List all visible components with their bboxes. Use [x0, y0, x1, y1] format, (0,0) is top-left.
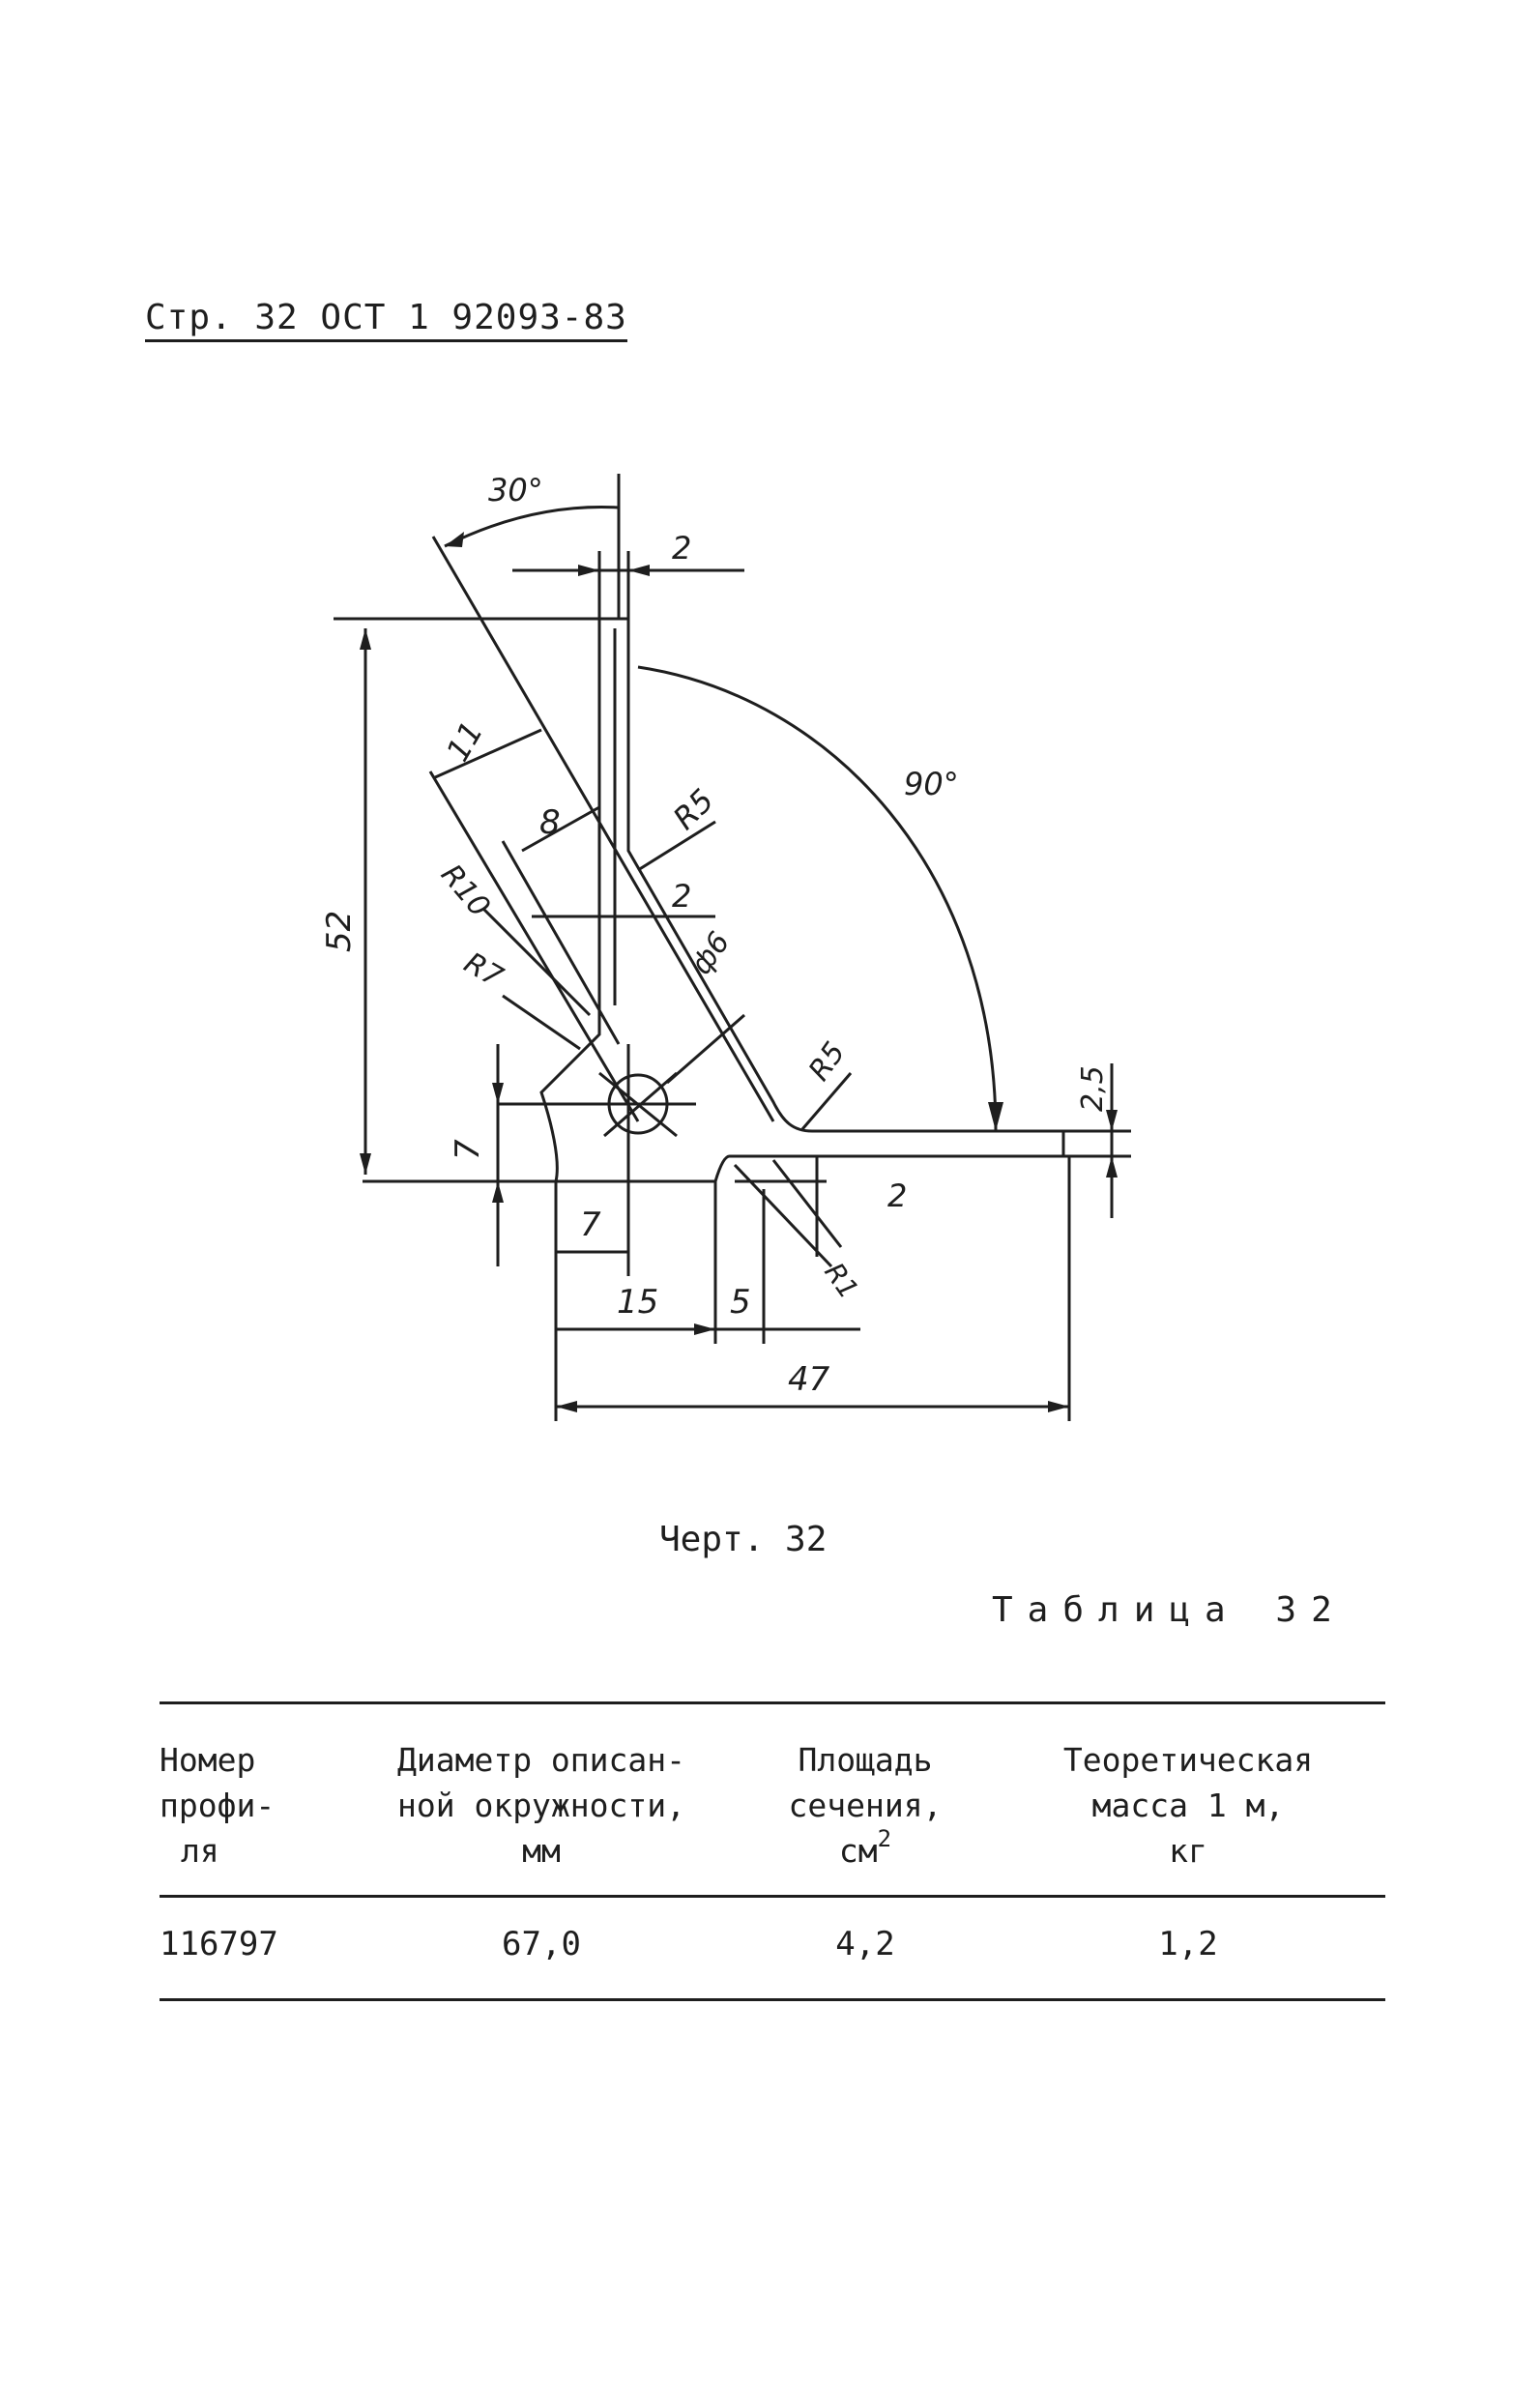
dia-6-leader [666, 1013, 745, 1085]
cell-area: 4,2 [835, 1925, 895, 1963]
arrow-52-top [360, 628, 371, 650]
header-profile-number: Номер профи- ля [160, 1741, 276, 1870]
arrow-52-bottom [360, 1153, 371, 1175]
r5-bottom-leader [800, 1072, 853, 1130]
arrow-2-top-left [578, 565, 599, 576]
profile-table: Номер профи- ля Диаметр описан- ной окру… [160, 1701, 1385, 2001]
label-dim-7-left: 7 [449, 1139, 487, 1160]
label-r5-top: R5 [666, 782, 721, 837]
hole-cross-1 [598, 1071, 678, 1138]
label-thickness-top: 2 [672, 530, 691, 567]
r10-leader [481, 907, 592, 1017]
area-unit-superscript: 2 [877, 1825, 892, 1852]
arrow-15-right [694, 1323, 715, 1335]
cell-mass: 1,2 [1158, 1925, 1218, 1963]
label-r1: R1 [818, 1257, 864, 1304]
hole-cross-2 [603, 1071, 678, 1138]
table-row: 116797 67,0 4,2 1,2 [160, 1897, 1385, 2000]
arrow-7-left-top [492, 1083, 504, 1104]
header-diameter: Диаметр описан- ной окружности, мм [396, 1741, 685, 1870]
label-width-47: 47 [788, 1360, 830, 1399]
drawing-caption: Черт. 32 [659, 1520, 828, 1559]
arrow-30 [445, 532, 464, 547]
label-height-52: 52 [320, 911, 359, 952]
table-label: Таблица 32 [992, 1590, 1347, 1630]
header-area: Площадь сечения, см2 [788, 1741, 943, 1870]
label-dim-5: 5 [730, 1283, 751, 1322]
dim-8-ext [501, 840, 621, 1045]
label-dim-15: 15 [617, 1283, 658, 1322]
label-dim-2-bottom: 2 [887, 1177, 907, 1214]
cell-diameter: 67,0 [502, 1925, 581, 1963]
r5-top-leader [637, 820, 716, 872]
label-dia-6: ф6 [684, 926, 737, 981]
label-dim-8: 8 [539, 803, 561, 842]
table-header-row: Номер профи- ля Диаметр описан- ной окру… [160, 1702, 1385, 1897]
r7-leader [502, 994, 581, 1051]
angle-90-arc [637, 665, 998, 1132]
label-dim-11: 11 [439, 715, 490, 768]
label-dim-2-mid: 2 [672, 878, 691, 915]
angle-30-arc [444, 506, 620, 548]
profile-drawing: 30° 2 90° 11 8 R5 R10 2 ф6 R7 52 R5 2,5 … [320, 472, 1131, 1421]
page-header: Стр. 32 ОСТ 1 92093-83 [145, 298, 627, 342]
label-dim-7-bottom: 7 [580, 1206, 601, 1244]
arrow-47-right [1048, 1401, 1069, 1412]
dim-8-line [521, 805, 600, 853]
label-r7: R7 [458, 946, 508, 995]
arrow-25-top [1106, 1110, 1118, 1131]
arrow-7-left-bottom [492, 1181, 504, 1203]
r1-leader-2 [771, 1159, 843, 1248]
angle-30-leader [431, 536, 775, 1122]
header-mass: Теоретическая масса 1 м, кг [1062, 1741, 1314, 1870]
label-angle-30: 30° [488, 472, 543, 509]
arrow-90 [988, 1102, 1003, 1131]
label-dim-2-5: 2,5 [1076, 1065, 1110, 1112]
profile-outline [539, 617, 1065, 1183]
arrow-2-top-right [628, 565, 650, 576]
label-angle-90: 90° [904, 766, 959, 802]
cell-profile-number: 116797 [160, 1925, 278, 1963]
dim-11-line [432, 728, 542, 780]
arrow-47-left [556, 1401, 577, 1412]
arrow-25-bottom [1106, 1156, 1118, 1177]
dim-11-ext [428, 770, 640, 1122]
r1-leader [733, 1163, 833, 1268]
